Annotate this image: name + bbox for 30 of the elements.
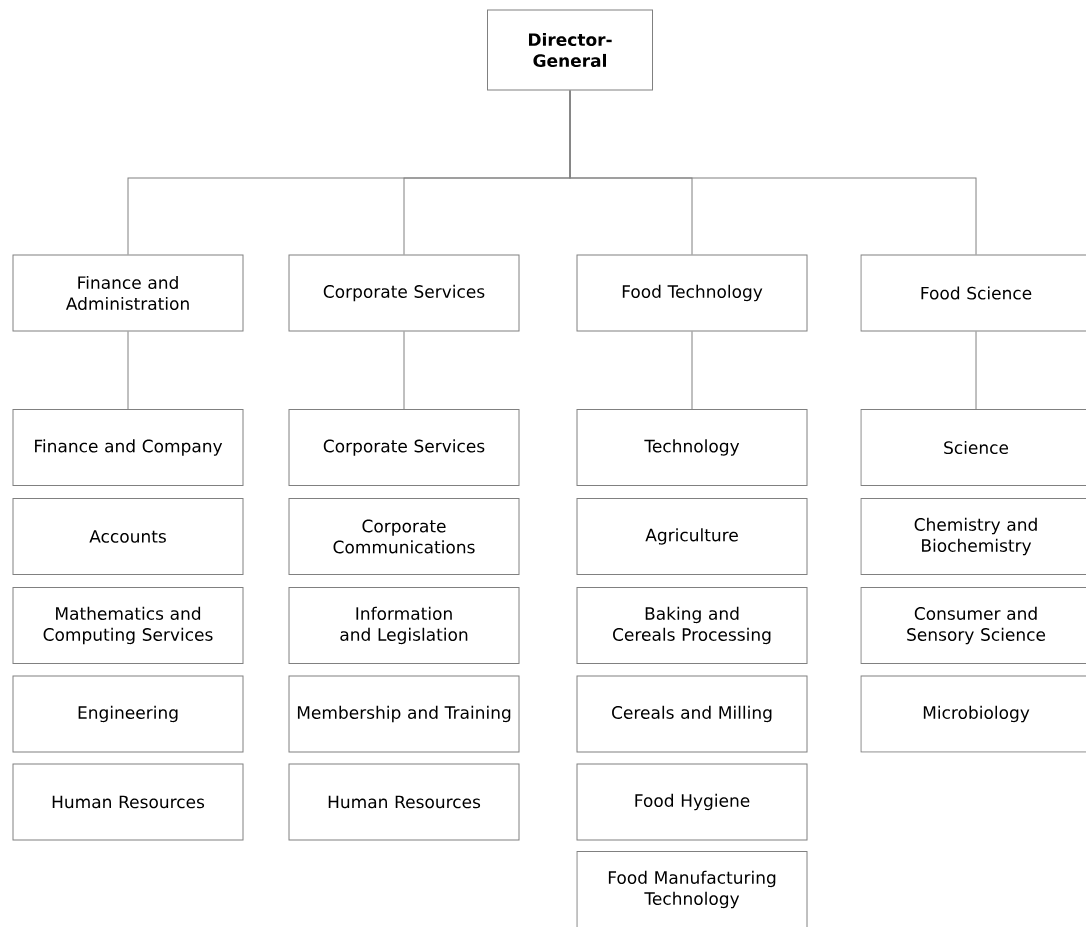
unit-box: Agriculture xyxy=(576,498,808,575)
connector-line xyxy=(691,331,693,410)
unit-box: Membership and Training xyxy=(288,675,520,753)
unit-box: Finance and Company xyxy=(12,409,244,486)
unit-box: Technology xyxy=(576,409,808,486)
unit-box: Consumer and Sensory Science xyxy=(860,587,1086,664)
director-box: Director-General xyxy=(487,9,653,91)
unit-box: Accounts xyxy=(12,498,244,575)
department-box: Corporate Services xyxy=(288,254,520,332)
department-box: Finance and Administration xyxy=(12,254,244,332)
unit-box: Food Hygiene xyxy=(576,763,808,841)
unit-box: Microbiology xyxy=(860,675,1086,753)
unit-box: Baking and Cereals Processing xyxy=(576,587,808,664)
connector-line xyxy=(127,331,129,410)
unit-box: Corporate Services xyxy=(288,409,520,486)
unit-box: Cereals and Milling xyxy=(576,675,808,753)
unit-box: Human Resources xyxy=(12,763,244,841)
unit-box: Science xyxy=(860,409,1086,486)
unit-box: Engineering xyxy=(12,675,244,753)
unit-box: Corporate Communications xyxy=(288,498,520,575)
connector-line xyxy=(403,331,405,410)
department-box: Food Science xyxy=(860,254,1086,332)
unit-box: Food Manufacturing Technology xyxy=(576,851,808,927)
connector-line xyxy=(569,90,977,255)
unit-box: Human Resources xyxy=(288,763,520,841)
unit-box: Chemistry and Biochemistry xyxy=(860,498,1086,575)
department-box: Food Technology xyxy=(576,254,808,332)
unit-box: Mathematics and Computing Services xyxy=(12,587,244,664)
connector-line xyxy=(975,331,977,410)
unit-box: Information and Legislation xyxy=(288,587,520,664)
